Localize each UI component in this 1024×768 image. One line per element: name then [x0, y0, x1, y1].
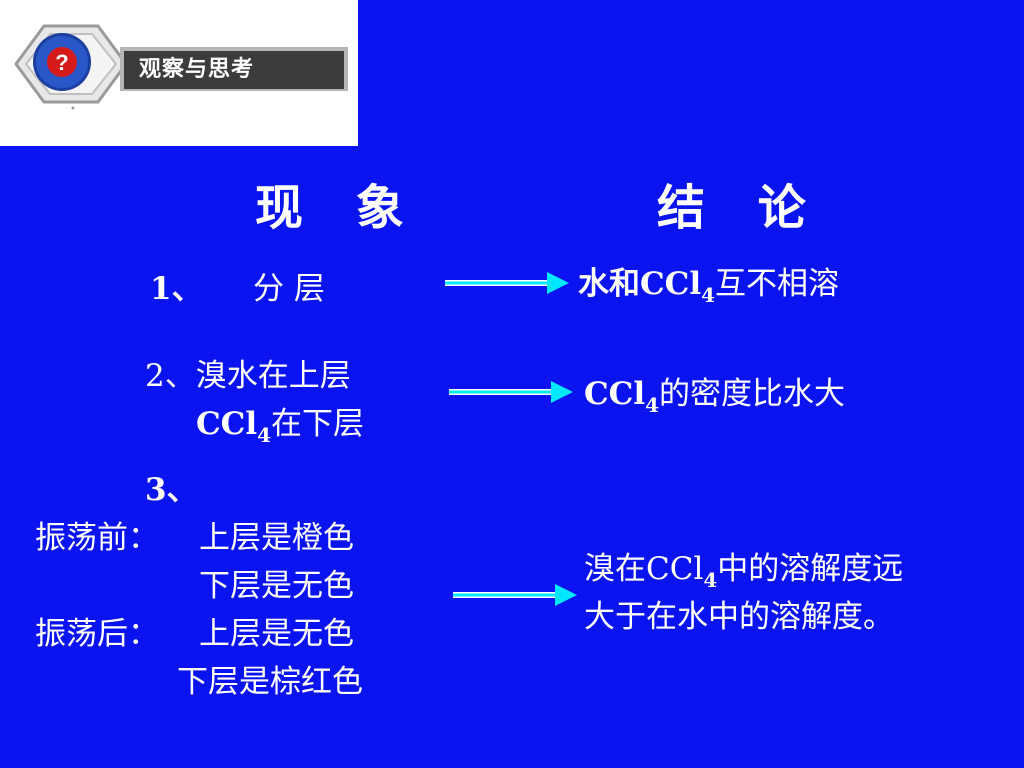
logo-graphic: ?	[14, 24, 348, 110]
heading-phenomenon: 现 象	[255, 180, 422, 236]
row3-arrow-icon	[453, 584, 577, 606]
row3-conclusion-line2: 大于在水中的溶解度。	[584, 599, 894, 635]
row1-phenomenon: 分 层	[253, 271, 325, 307]
logo-panel: ? 观察与思考	[0, 0, 358, 146]
row3-after-bottom: 下层是棕红色	[177, 664, 363, 700]
row2-arrow-icon	[449, 381, 573, 403]
logo-symbol: ?	[55, 50, 68, 75]
row3-after-label: 振荡后：	[35, 616, 159, 652]
row2-line1: 2、溴水在上层	[145, 358, 351, 394]
row2-line2: CCl4在下层	[196, 406, 365, 447]
row1-conclusion: 水和CCl4互不相溶	[578, 266, 840, 307]
row3-after-top: 上层是无色	[199, 616, 354, 652]
heading-conclusion: 结 论	[657, 180, 824, 236]
row3-before-top: 上层是橙色	[199, 520, 354, 556]
row3-before-bottom: 下层是无色	[199, 568, 354, 604]
row3-conclusion-line1: 溴在CCl4中的溶解度远	[584, 551, 904, 592]
row1-number: 1、	[150, 271, 203, 307]
logo-badge	[124, 51, 344, 89]
row2-conclusion: CCl4的密度比水大	[584, 376, 846, 417]
logo-badge-label: 观察与思考	[139, 57, 255, 82]
question-mark-icon	[47, 47, 77, 77]
row3-before-label: 振荡前：	[35, 520, 159, 556]
row3-number: 3、	[145, 472, 198, 508]
row1-arrow-icon	[445, 272, 569, 294]
